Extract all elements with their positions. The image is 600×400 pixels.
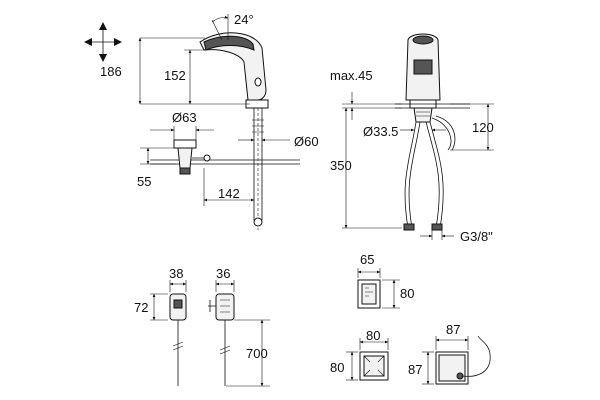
box-small-width-label: 65 xyxy=(360,252,374,267)
four-way-arrow-icon xyxy=(84,22,122,62)
height-total-label: 186 xyxy=(100,64,122,79)
width-a-label: 38 xyxy=(169,266,183,281)
box-square-height-label: 80 xyxy=(330,360,344,375)
box-small-height-label: 80 xyxy=(400,286,414,301)
faucet-side-view xyxy=(138,14,300,230)
box-square-width-label: 80 xyxy=(366,328,380,343)
width-b-label: 36 xyxy=(216,266,230,281)
junction-box-small xyxy=(357,268,400,309)
height-body-label: 120 xyxy=(472,120,494,135)
power-supply xyxy=(208,280,270,387)
angle-label: 24° xyxy=(234,12,254,27)
hole-diameter-label: Ø60 xyxy=(294,134,319,149)
box-cable-height-label: 87 xyxy=(408,362,422,377)
height-spout-label: 152 xyxy=(164,68,186,83)
hose-length-label: 350 xyxy=(330,158,352,173)
cable-length-label: 700 xyxy=(246,346,268,361)
waste-depth-label: 55 xyxy=(137,174,151,189)
max-thickness-label: max.45 xyxy=(330,68,373,83)
thread-label: G3/8" xyxy=(460,229,493,244)
unit-height-label: 72 xyxy=(134,300,148,315)
reach-label: 142 xyxy=(218,186,240,201)
control-unit xyxy=(150,280,187,386)
faucet-front-view xyxy=(342,33,494,240)
waste-diameter-label: Ø63 xyxy=(172,110,197,125)
shank-diameter-label: Ø33.5 xyxy=(363,124,398,139)
box-cable-width-label: 87 xyxy=(446,322,460,337)
junction-box-cable xyxy=(422,335,491,385)
junction-box-square xyxy=(346,338,389,381)
